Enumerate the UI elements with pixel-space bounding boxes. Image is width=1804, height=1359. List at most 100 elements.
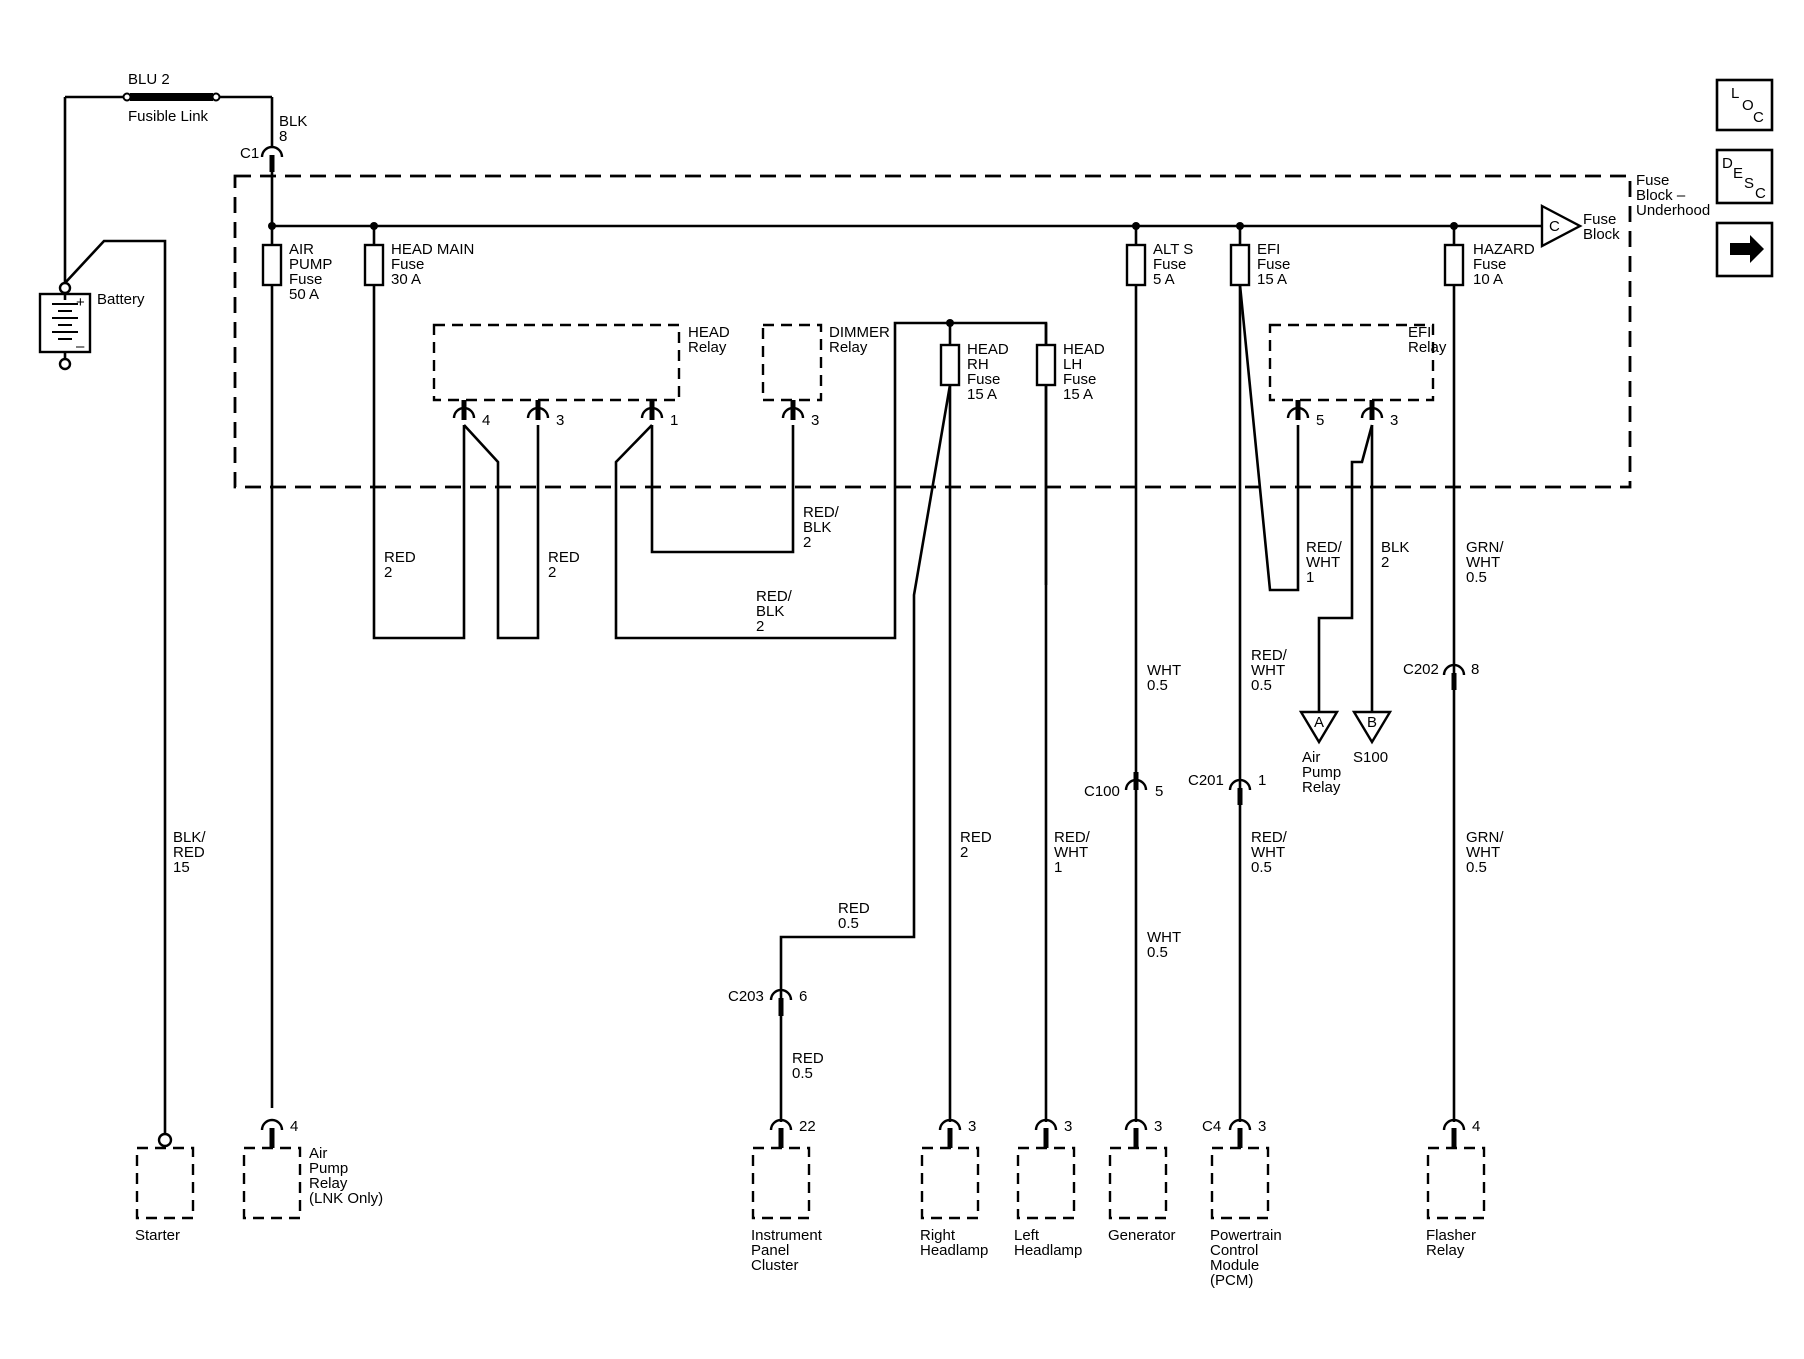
svg-text:Fuse: Fuse (1257, 256, 1290, 273)
fusible-link: BLU 2 Fusible Link (65, 71, 272, 125)
connector-c201: C201 1 (1188, 772, 1266, 805)
svg-text:Fuse: Fuse (391, 256, 424, 273)
svg-text:Block: Block (1583, 226, 1620, 243)
svg-text:0.5: 0.5 (1466, 859, 1487, 876)
svg-text:DIMMER: DIMMER (829, 324, 890, 341)
svg-text:8: 8 (1471, 661, 1479, 678)
svg-text:Panel: Panel (751, 1242, 789, 1259)
fuse-hazard: HAZARD Fuse 10 A (1443, 226, 1535, 288)
svg-text:GRN/: GRN/ (1466, 539, 1504, 556)
svg-text:0.5: 0.5 (1147, 677, 1168, 694)
svg-text:Air: Air (1302, 749, 1320, 766)
svg-text:RED/: RED/ (1054, 829, 1091, 846)
left-headlamp: 3 Left Headlamp (1014, 1118, 1082, 1259)
svg-text:Fuse: Fuse (1063, 371, 1096, 388)
svg-text:Air: Air (309, 1145, 327, 1162)
svg-text:Fuse: Fuse (1153, 256, 1186, 273)
head-relay: HEAD Relay 4 3 1 (432, 323, 730, 429)
svg-text:AIR: AIR (289, 241, 314, 258)
svg-text:BLK: BLK (756, 603, 784, 620)
svg-text:C1: C1 (240, 145, 259, 162)
svg-text:RED/: RED/ (756, 588, 793, 605)
loc-icon[interactable]: L O C (1715, 78, 1774, 132)
fuse-block-label: Fuse Block – Underhood (1636, 172, 1710, 219)
svg-text:2: 2 (803, 534, 811, 551)
efi-relay: EFI Relay 5 3 (1268, 323, 1447, 429)
svg-text:E: E (1733, 165, 1743, 182)
svg-text:RED: RED (838, 900, 870, 917)
svg-text:Starter: Starter (135, 1227, 180, 1244)
svg-text:Relay: Relay (688, 339, 727, 356)
fuse-efi: EFI Fuse 15 A (1229, 226, 1290, 288)
svg-text:Battery: Battery (97, 291, 145, 308)
svg-text:RED/: RED/ (1251, 829, 1288, 846)
svg-text:C: C (1753, 109, 1764, 126)
svg-text:BLU 2: BLU 2 (128, 71, 170, 88)
svg-text:Pump: Pump (309, 1160, 348, 1177)
svg-text:RH: RH (967, 356, 989, 373)
fuse-head-lh: HEAD LH Fuse 15 A (1035, 323, 1105, 403)
connector-c203: C203 6 (728, 988, 807, 1122)
svg-text:EFI: EFI (1408, 324, 1431, 341)
svg-text:Module: Module (1210, 1257, 1259, 1274)
offpage-ref-a[interactable]: A Air Pump Relay (1298, 710, 1341, 796)
svg-text:HAZARD: HAZARD (1473, 241, 1535, 258)
svg-text:Fuse: Fuse (289, 271, 322, 288)
svg-text:GRN/: GRN/ (1466, 829, 1504, 846)
powertrain-control-module: C4 3 Powertrain Control Module (PCM) (1202, 1118, 1282, 1289)
svg-text:BLK: BLK (1381, 539, 1409, 556)
svg-text:EFI: EFI (1257, 241, 1280, 258)
svg-text:RED: RED (173, 844, 205, 861)
svg-text:30 A: 30 A (391, 271, 421, 288)
svg-text:0.5: 0.5 (838, 915, 859, 932)
svg-text:WHT: WHT (1251, 662, 1285, 679)
next-arrow-icon[interactable] (1715, 221, 1774, 278)
svg-text:HEAD: HEAD (967, 341, 1009, 358)
svg-text:15: 15 (173, 859, 190, 876)
svg-text:Cluster: Cluster (751, 1257, 799, 1274)
svg-text:B: B (1367, 714, 1377, 731)
svg-text:2: 2 (384, 564, 392, 581)
svg-text:WHT: WHT (1466, 844, 1500, 861)
desc-icon[interactable]: D E S C (1715, 148, 1774, 205)
svg-text:5: 5 (1316, 412, 1324, 429)
svg-text:6: 6 (799, 988, 807, 1005)
svg-text:S: S (1744, 175, 1754, 192)
svg-text:PUMP: PUMP (289, 256, 332, 273)
svg-text:22: 22 (799, 1118, 816, 1135)
offpage-ref-b[interactable]: B S100 (1351, 710, 1393, 766)
svg-text:Instrument: Instrument (751, 1227, 823, 1244)
svg-text:Block –: Block – (1636, 187, 1686, 204)
svg-text:BLK: BLK (279, 113, 307, 130)
svg-text:C202: C202 (1403, 661, 1439, 678)
svg-text:1: 1 (1054, 859, 1062, 876)
svg-text:Relay: Relay (829, 339, 868, 356)
svg-text:3: 3 (1064, 1118, 1072, 1135)
svg-text:Control: Control (1210, 1242, 1258, 1259)
svg-text:5 A: 5 A (1153, 271, 1175, 288)
svg-text:8: 8 (279, 128, 287, 145)
svg-text:Fusible Link: Fusible Link (128, 108, 209, 125)
fuse-head-main: HEAD MAIN Fuse 30 A (363, 226, 474, 288)
svg-text:Fuse: Fuse (1636, 172, 1669, 189)
connector-c1: C1 BLK 8 (240, 113, 307, 172)
svg-text:Fuse: Fuse (1583, 211, 1616, 228)
svg-text:Generator: Generator (1108, 1227, 1176, 1244)
svg-text:4: 4 (1472, 1118, 1480, 1135)
svg-text:RED: RED (384, 549, 416, 566)
svg-text:Flasher: Flasher (1426, 1227, 1476, 1244)
svg-text:Left: Left (1014, 1227, 1040, 1244)
svg-text:RED/: RED/ (1251, 647, 1288, 664)
svg-text:Headlamp: Headlamp (1014, 1242, 1082, 1259)
svg-text:Pump: Pump (1302, 764, 1341, 781)
svg-text:C100: C100 (1084, 783, 1120, 800)
svg-text:D: D (1722, 155, 1733, 172)
generator: 3 Generator (1108, 1118, 1176, 1244)
svg-text:WHT: WHT (1466, 554, 1500, 571)
svg-text:4: 4 (482, 412, 490, 429)
svg-text:Relay: Relay (309, 1175, 348, 1192)
svg-text:0.5: 0.5 (792, 1065, 813, 1082)
offpage-ref-c[interactable]: C Fuse Block (1540, 204, 1620, 248)
svg-text:C: C (1549, 218, 1560, 235)
svg-text:Fuse: Fuse (1473, 256, 1506, 273)
